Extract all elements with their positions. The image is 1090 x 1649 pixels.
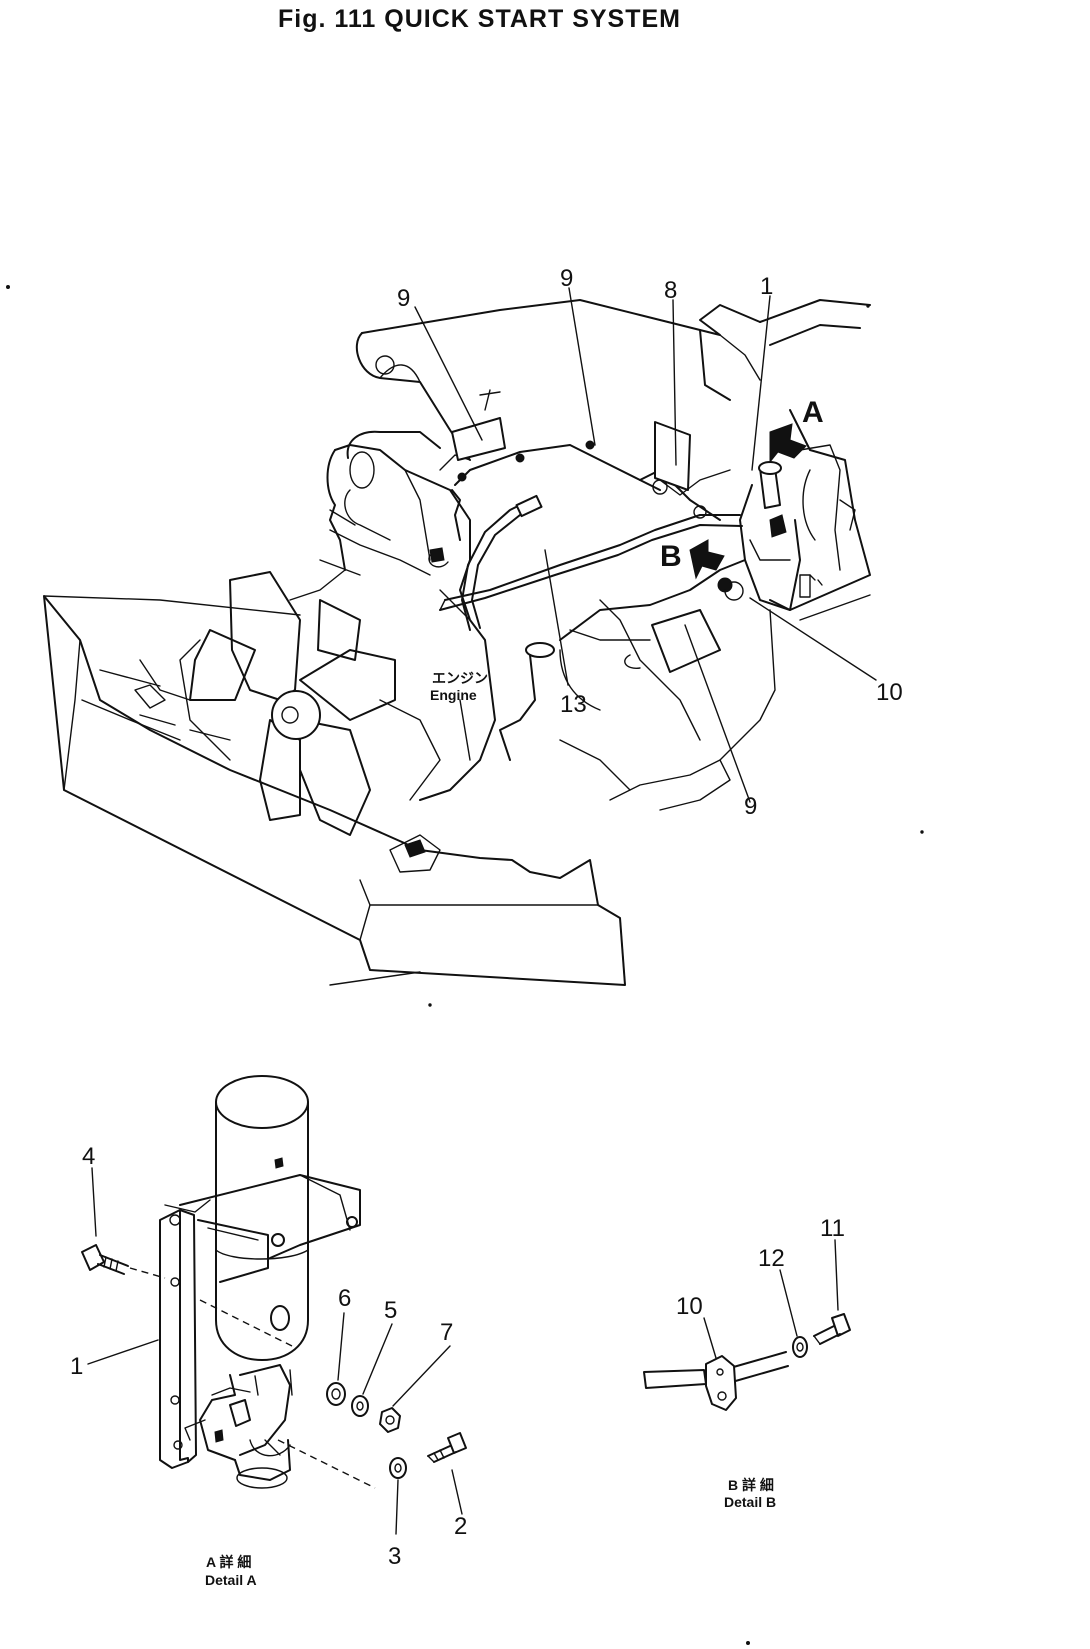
callout-10-main: 10 (876, 679, 903, 706)
bolt-item-4 (81, 1244, 129, 1275)
engine-label-jp: エンジン (432, 670, 488, 686)
starter-aid-unit (739, 444, 856, 611)
callout-2: 2 (454, 1513, 467, 1540)
machine-body (355, 299, 871, 811)
view-arrow-a: A (769, 396, 824, 464)
engine-label: Engine (430, 687, 477, 703)
detail-b-caption: Detail B (724, 1494, 776, 1510)
callout-8: 8 (664, 277, 677, 304)
callout-10-detail-b: 10 (676, 1293, 703, 1320)
main-assembly-view: エンジン Engine (43, 265, 903, 986)
callout-11: 11 (820, 1215, 845, 1242)
view-label-b: B (660, 540, 682, 573)
detail-a-caption-jp: A 詳 細 (206, 1554, 251, 1570)
cooling-fan (139, 571, 441, 836)
caution-plates (451, 389, 721, 673)
washer-item-3 (389, 1457, 407, 1479)
radiator-brackets (134, 684, 441, 873)
engine-block: エンジン Engine (289, 430, 555, 801)
detail-b-view: 10 12 11 B 詳 細 Detail B (643, 1215, 851, 1510)
nut-item-7 (379, 1407, 401, 1433)
callout-9-bottom: 9 (744, 793, 757, 820)
detail-a-caption: Detail A (205, 1572, 257, 1588)
scan-specks (6, 285, 924, 1645)
view-label-a: A (802, 396, 824, 429)
callout-9-mid: 9 (560, 265, 573, 292)
figure-title: Fig. 111 QUICK START SYSTEM (278, 5, 681, 33)
callout-13: 13 (560, 691, 587, 718)
washer-item-5 (351, 1395, 369, 1417)
wiring-harness (428, 440, 746, 669)
callout-12: 12 (758, 1245, 785, 1272)
callout-1-detail-a: 1 (70, 1353, 83, 1380)
washer-item-6 (326, 1382, 346, 1406)
detail-a-view: 4 1 6 5 7 2 3 A 詳 細 Detail A (70, 1075, 467, 1588)
callout-9-left: 9 (397, 285, 410, 312)
callout-4: 4 (82, 1143, 95, 1170)
washer-item-12 (792, 1336, 808, 1358)
machine-frame (43, 595, 626, 986)
callout-7: 7 (440, 1319, 453, 1346)
callout-6: 6 (338, 1285, 351, 1312)
callout-5: 5 (384, 1297, 397, 1324)
detail-b-caption-jp: B 詳 細 (728, 1477, 774, 1493)
callout-3: 3 (388, 1543, 401, 1570)
bolt-item-2 (427, 1432, 467, 1463)
callout-1-main: 1 (760, 273, 773, 300)
main-leader-lines (414, 287, 877, 803)
bolt-item-11 (813, 1313, 851, 1345)
view-arrow-b: B (660, 539, 725, 580)
